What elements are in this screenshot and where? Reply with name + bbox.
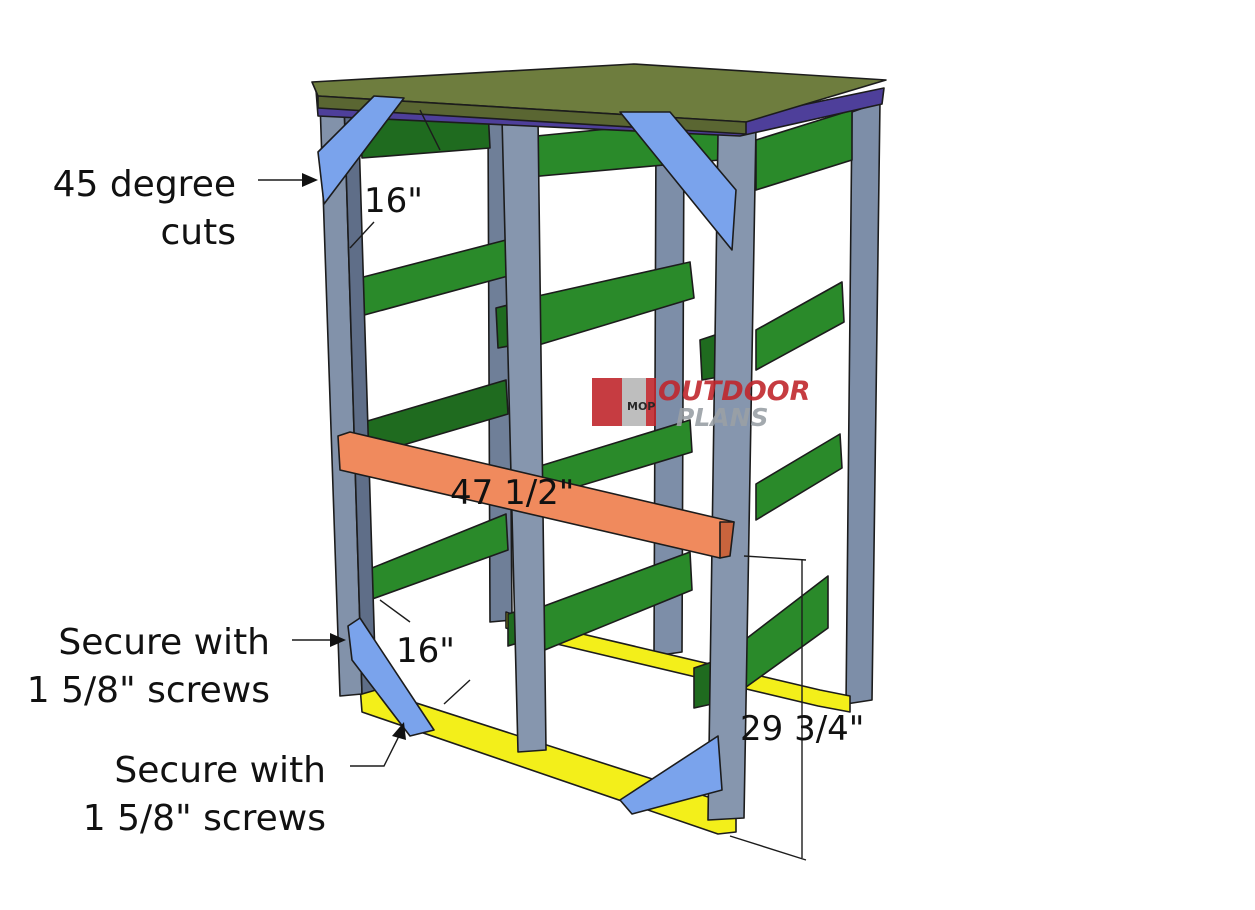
dim-brace-bottom: 16" xyxy=(396,631,455,671)
dim-line-depth xyxy=(743,555,807,561)
label-cuts-line2: cuts xyxy=(161,212,236,253)
logo-block xyxy=(622,378,646,426)
slat xyxy=(755,433,843,521)
brace-top-left xyxy=(317,95,405,205)
leg-back-right xyxy=(845,101,881,705)
brace-bottom-left xyxy=(347,617,435,737)
logo-text-plans: PLANS xyxy=(676,403,769,432)
slat xyxy=(755,109,853,191)
dim-line-top-16 xyxy=(349,221,375,249)
label-secure-bottom-line1: Secure with xyxy=(114,750,326,791)
slat xyxy=(755,281,845,371)
arrow-secure-top-head xyxy=(330,633,346,647)
logo-block xyxy=(646,378,656,426)
slat xyxy=(343,239,509,321)
tabletop xyxy=(311,63,887,123)
label-secure-top-line1: Secure with xyxy=(58,622,270,663)
logo-block xyxy=(592,378,622,426)
watermark-logo: MOP OUTDOOR PLANS xyxy=(592,376,810,432)
dim-line-bottom-16 xyxy=(443,679,471,705)
dim-line-top-16 xyxy=(419,109,441,151)
arrow-secure-bottom-head xyxy=(392,722,406,740)
dim-brace-top: 16" xyxy=(364,181,423,221)
logo-text-outdoor: OUTDOOR xyxy=(658,376,810,407)
slat xyxy=(741,575,829,691)
dim-line-depth xyxy=(729,835,807,861)
label-secure-top-line2: 1 5/8" screws xyxy=(27,670,270,711)
label-cuts-line1: 45 degree xyxy=(53,164,236,205)
dim-line-bottom-16 xyxy=(379,599,411,623)
label-secure-bottom-line2: 1 5/8" screws xyxy=(83,798,326,839)
arrow-cuts-head xyxy=(302,173,318,187)
arrow-secure-bottom xyxy=(350,733,401,767)
brace-bottom-right xyxy=(619,735,723,815)
logo-monogram: MOP xyxy=(627,400,655,413)
slat xyxy=(361,513,509,603)
front-rail-end xyxy=(719,521,735,559)
brace-top-right xyxy=(619,111,737,251)
dim-depth: 29 3/4" xyxy=(740,709,864,749)
dim-front-rail: 47 1/2" xyxy=(450,473,574,513)
